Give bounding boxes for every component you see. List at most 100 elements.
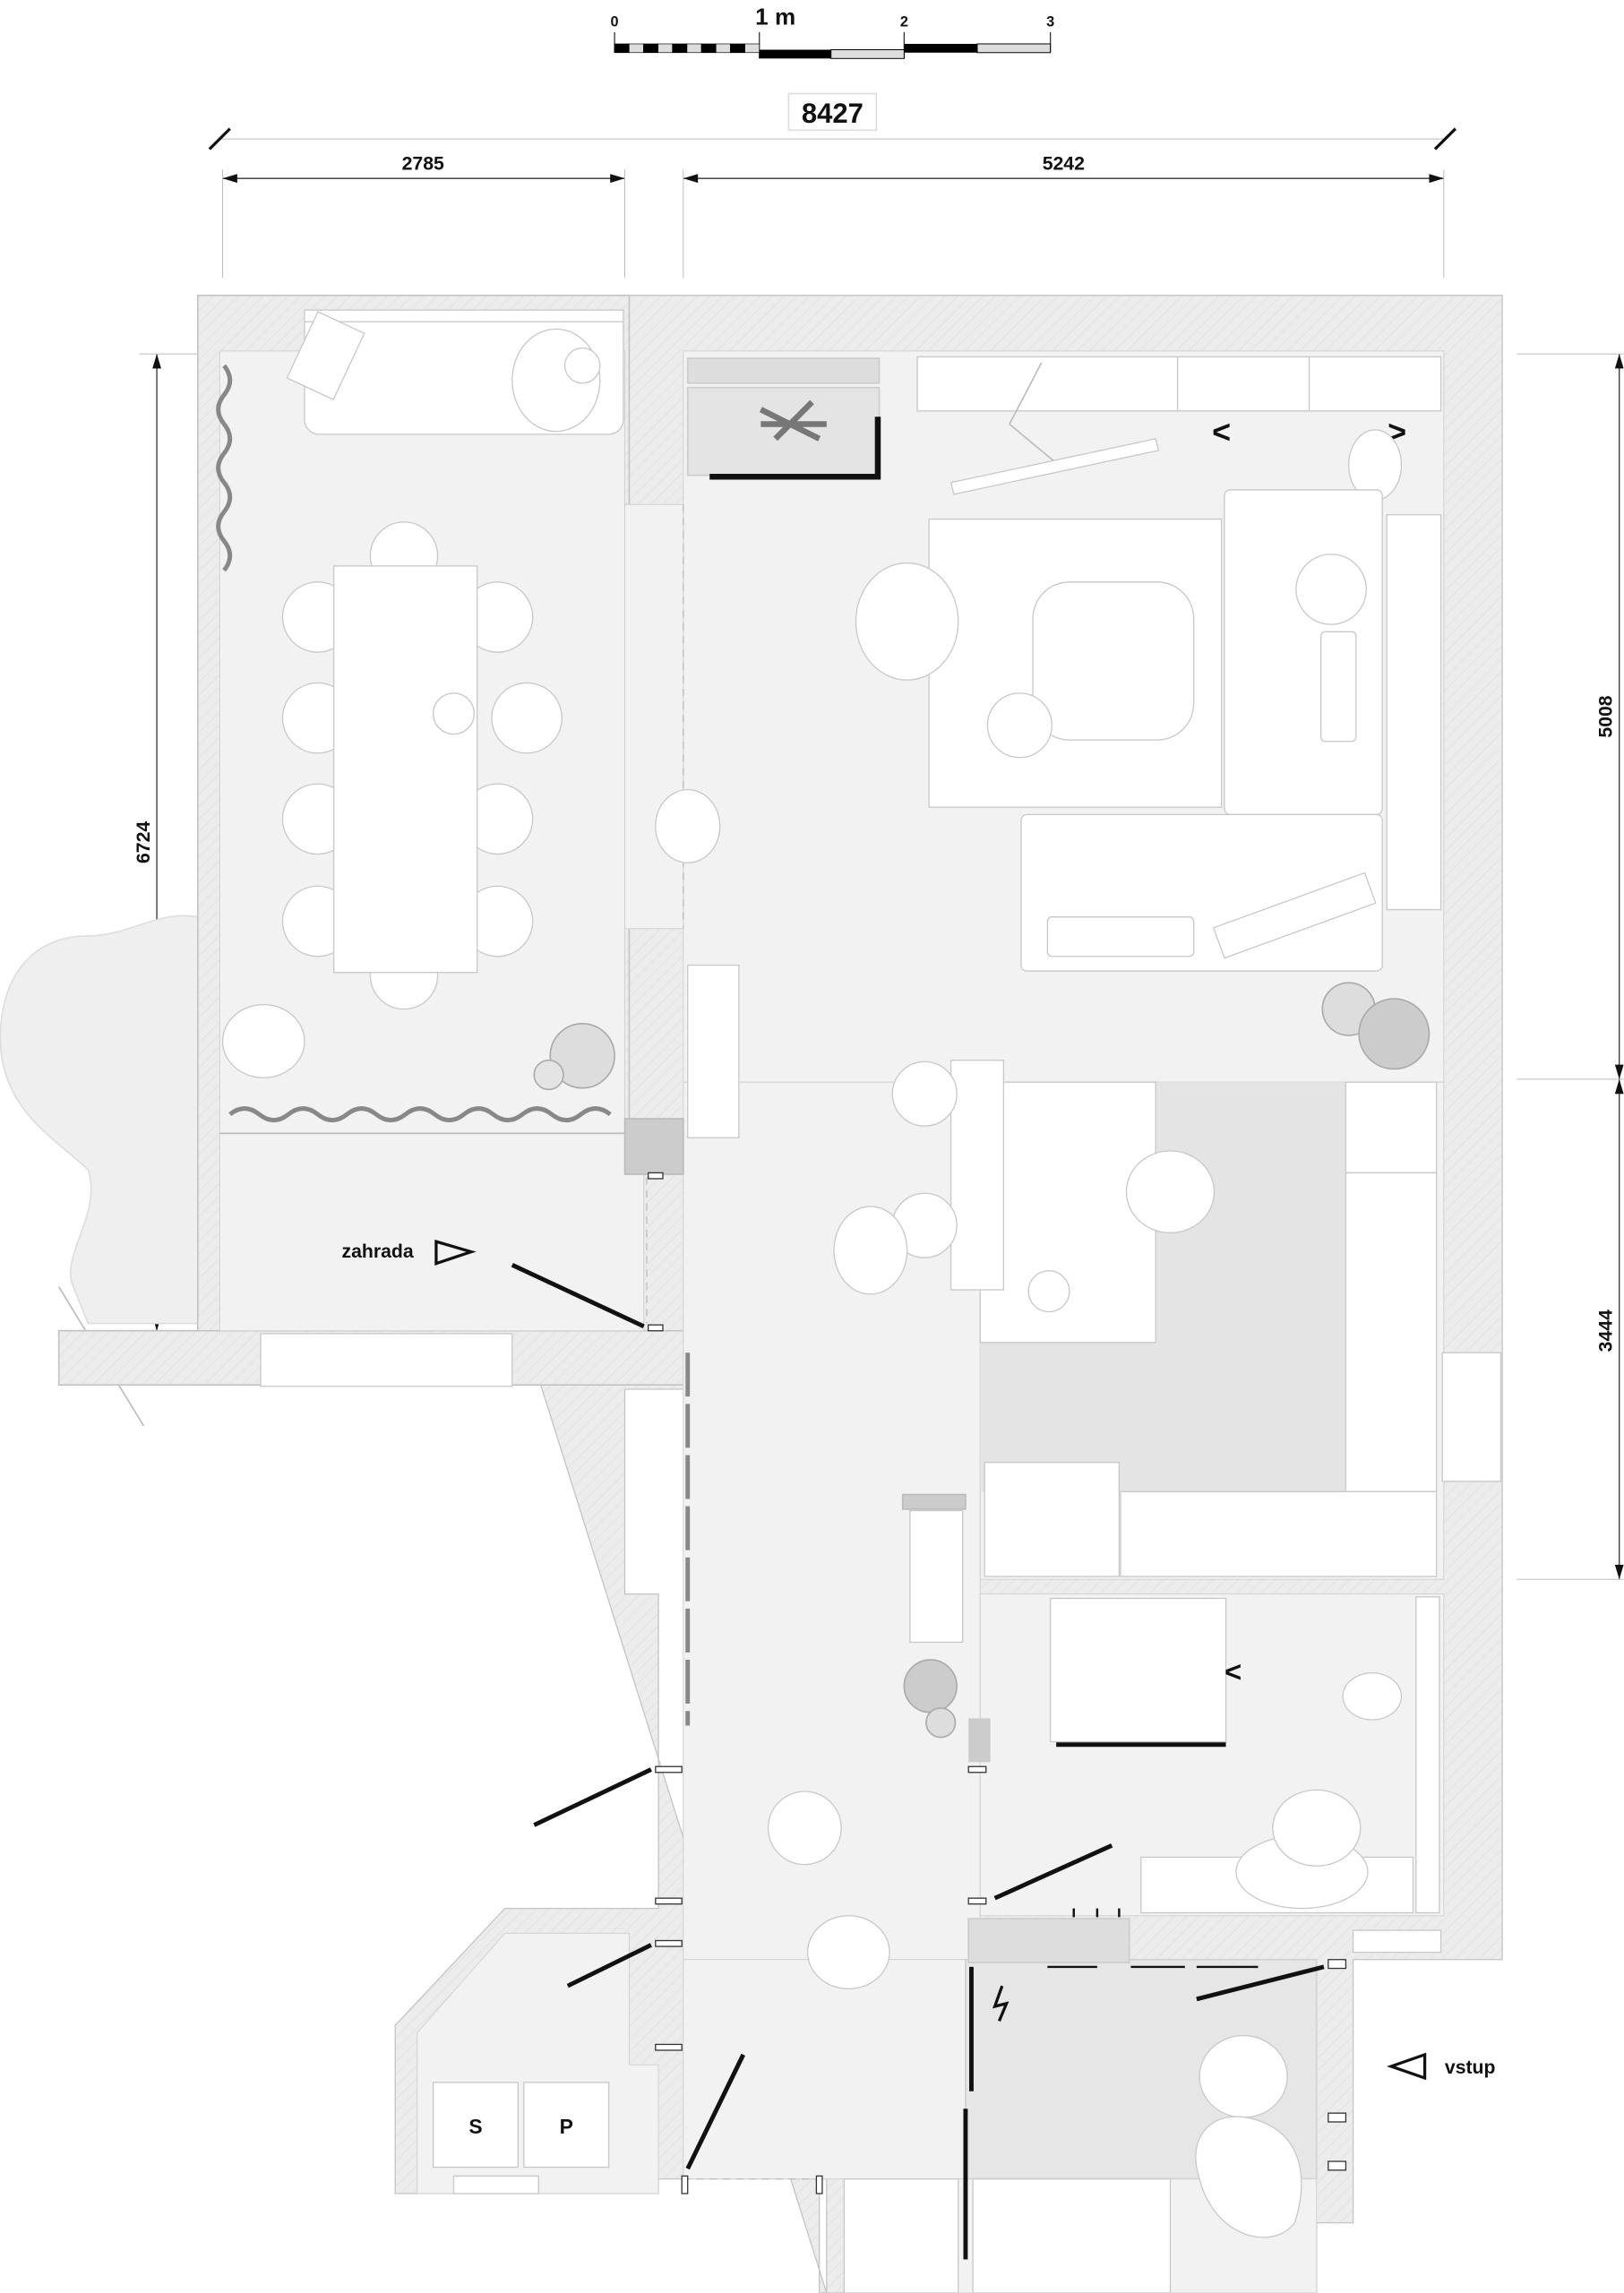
dining-room: [216, 309, 625, 1135]
dim-right-width: 5242: [1043, 153, 1085, 174]
garden-arrow-icon: [434, 1239, 477, 1266]
coat-hooks: [1047, 1908, 1259, 1969]
kitchen-island: [979, 1081, 1156, 1344]
window: [1441, 1352, 1502, 1482]
fireplace-shelf: [686, 357, 881, 384]
window: [260, 1333, 513, 1387]
scale-segment: [657, 43, 674, 54]
person-walking: [806, 1915, 890, 1990]
plate: [1027, 1270, 1070, 1313]
plant-small: [533, 1059, 564, 1091]
person-walking: [767, 1791, 842, 1866]
terrace-floor: [219, 1132, 645, 1332]
bar-counter: [949, 1060, 1005, 1291]
bathroom: <: [967, 1596, 1440, 1963]
plant: [1358, 998, 1431, 1070]
wardrobe: [909, 1509, 964, 1644]
dining-table: [332, 565, 478, 974]
windows: [260, 1333, 1442, 1954]
person-cooking: [1125, 1150, 1216, 1233]
front-door[interactable]: [1196, 1964, 1325, 2002]
sofa-section: [1224, 489, 1383, 816]
electric-panel-icon: [992, 1985, 1010, 2022]
cabinet: [843, 2178, 959, 2293]
scale-segment: [700, 43, 717, 54]
storage-door[interactable]: [533, 1767, 652, 1827]
person-walking: [655, 788, 721, 863]
plant-small: [925, 1707, 957, 1739]
bathroom-door[interactable]: [993, 1843, 1113, 1901]
corridor-floor: [683, 1959, 967, 2180]
sofa-back: [304, 309, 624, 322]
toilet: [1342, 1672, 1403, 1721]
scale-segment: [643, 43, 658, 54]
person-washing: [1272, 1789, 1362, 1867]
scale-segment: [672, 43, 688, 54]
oven-cabinet: [984, 1462, 1121, 1577]
plant: [903, 1659, 958, 1713]
coffee-table: [1032, 581, 1195, 741]
dim-right-upper-depth: 5008: [1596, 695, 1617, 737]
scale-bar: 0 1 m 2 3: [611, 4, 1054, 59]
opening-floor: [624, 503, 684, 930]
plate: [432, 692, 476, 735]
kitchen-counter: [1345, 1172, 1438, 1492]
garden-label: zahrada: [342, 1241, 414, 1262]
dim-total-width: 8427: [802, 98, 864, 129]
window: [452, 2175, 539, 2194]
pillow: [1212, 872, 1377, 959]
curtain-left: [216, 364, 233, 572]
scale-segment: [628, 43, 644, 54]
scale-tick-1m: 1 m: [755, 4, 795, 30]
curtain-bottom: [228, 1106, 612, 1123]
view-marker: <: [1224, 1655, 1242, 1688]
storage-s-label: S: [468, 2115, 482, 2138]
rug: [1195, 2116, 1302, 2238]
plant: [549, 1023, 615, 1089]
storage: S P: [432, 2082, 610, 2194]
armchair-person: [855, 562, 959, 681]
dim-right-lower-depth: 3444: [1596, 1310, 1617, 1352]
hall: [685, 1353, 967, 1990]
cabinet: [1308, 356, 1442, 412]
total-width-box: [787, 92, 878, 132]
dim-left-width: 2785: [402, 153, 444, 174]
kitchen: [833, 1060, 1502, 1577]
fireplace-edge: [709, 417, 881, 480]
person-entering: [1199, 2035, 1288, 2118]
doors[interactable]: [511, 1172, 1347, 2194]
person-sitting: [833, 1206, 908, 1295]
entrance: [843, 1908, 1302, 2293]
garden-door[interactable]: [511, 1263, 645, 1329]
kitchen-counter: [1120, 1490, 1438, 1577]
garden-tree-canopy: [0, 915, 206, 1325]
storage-door[interactable]: [566, 1943, 652, 1988]
column: [623, 1118, 684, 1175]
side-table: [986, 692, 1053, 759]
bookshelf: [1386, 514, 1442, 911]
shelf: [687, 964, 740, 1138]
firewood: [759, 399, 827, 442]
dim-left-depth: 6724: [133, 821, 154, 863]
scale-segment: [614, 43, 630, 54]
cushion: [286, 311, 365, 401]
pillow: [1320, 631, 1357, 743]
storage-p-label: P: [560, 2115, 573, 2138]
scale-segment: [686, 43, 702, 54]
shower: [1049, 1597, 1227, 1743]
door-frames: [647, 1172, 1347, 2194]
scale-tick-0: 0: [611, 13, 619, 30]
bar-stool: [891, 1061, 958, 1127]
sideboard: [916, 356, 1179, 412]
scale-segment: [715, 43, 731, 54]
floor-lamp-arm: [949, 438, 1160, 495]
cabinet: [1177, 356, 1310, 412]
scale-tick-3: 3: [1046, 13, 1054, 30]
pillow: [1046, 916, 1195, 958]
tall-cabinet: [1345, 1081, 1438, 1174]
wall-shelf: [1415, 1596, 1440, 1914]
entrance-arrow-icon: [1387, 2052, 1427, 2081]
view-marker-left: <: [1212, 414, 1231, 451]
person-head: [563, 347, 601, 384]
corridor-door[interactable]: [685, 2053, 745, 2170]
